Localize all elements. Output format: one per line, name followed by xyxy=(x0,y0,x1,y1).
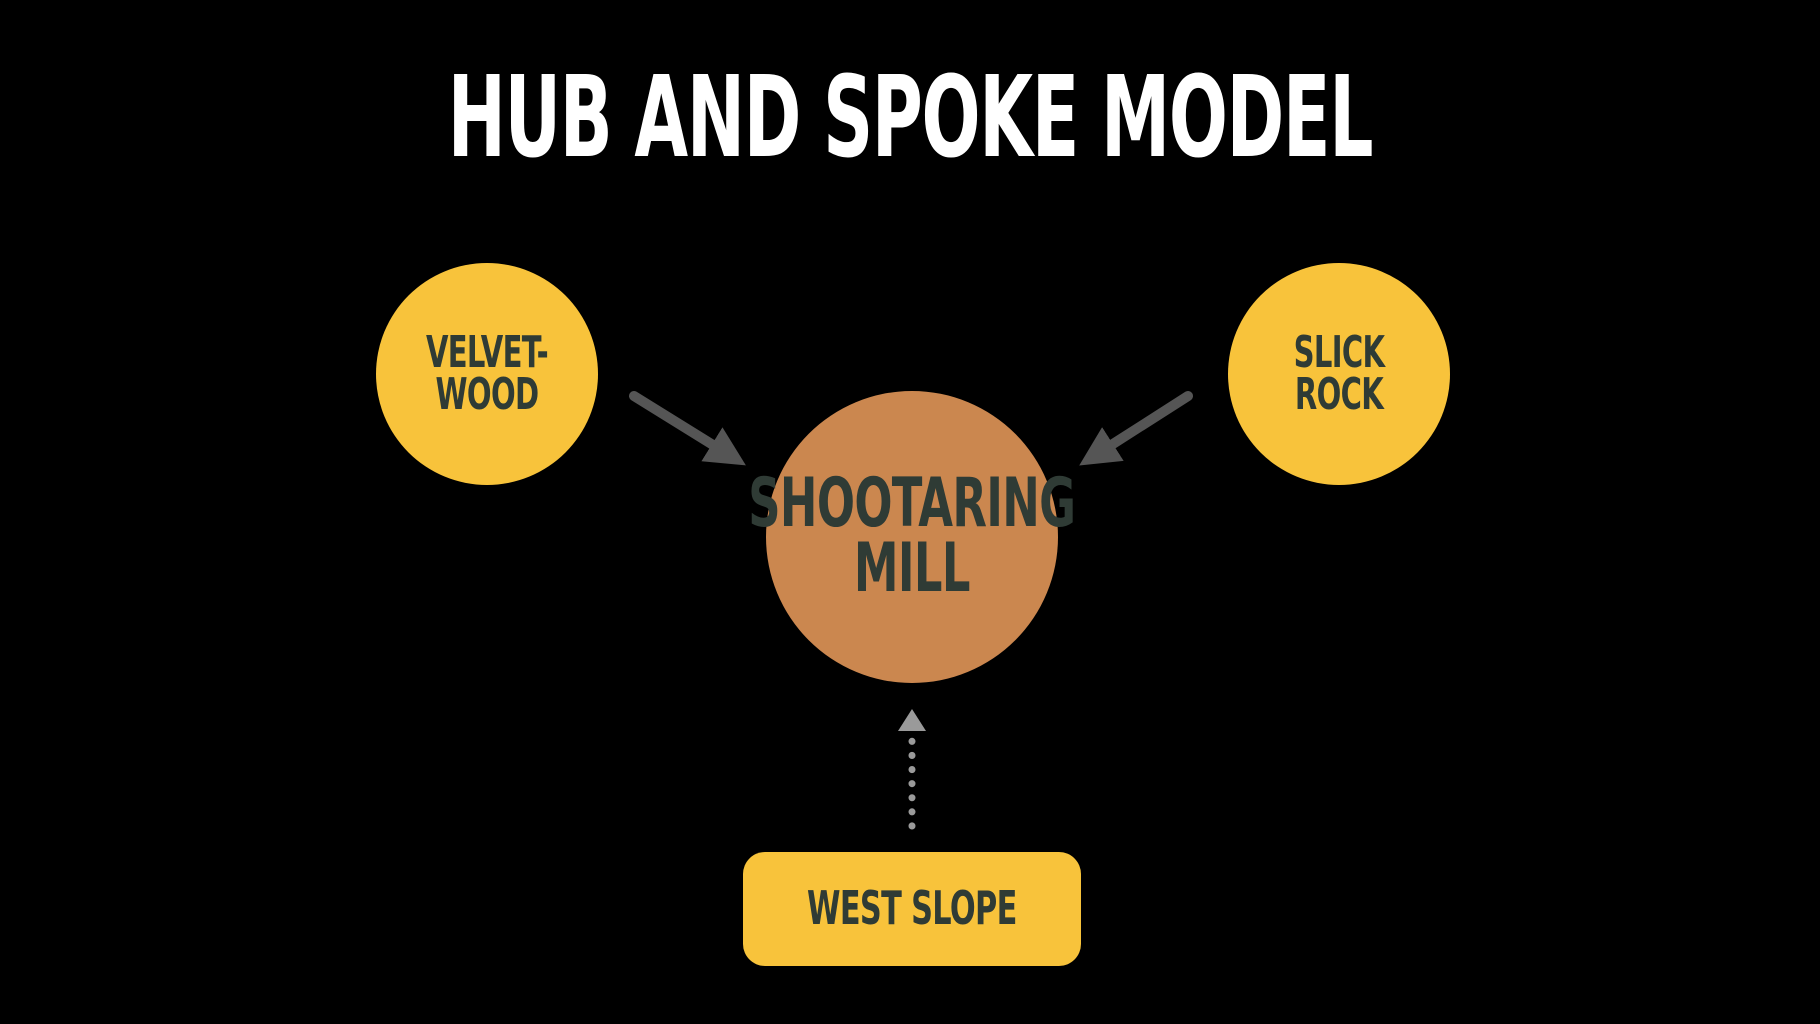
spoke-west-slope-label: WEST SLOPE xyxy=(807,881,1017,936)
hub-label: SHOOTARING MILL xyxy=(748,464,1076,608)
spoke-velvet-wood-label: VELVET-WOOD xyxy=(425,327,549,420)
spoke-velvet-wood: VELVET-WOOD xyxy=(376,263,598,485)
spoke-slick-rock: SLICK ROCK xyxy=(1228,263,1450,485)
diagram-title: HUB AND SPOKE MODEL xyxy=(447,53,1374,183)
arrowhead-west-slope xyxy=(898,709,926,731)
spoke-west-slope: WEST SLOPE xyxy=(743,852,1081,966)
spoke-slick-rock-label: SLICK ROCK xyxy=(1293,327,1385,420)
arrow-slick-rock-to-hub xyxy=(1079,391,1193,466)
arrow-velvet-wood-to-hub xyxy=(629,391,746,466)
hub-shootaring-mill: SHOOTARING MILL xyxy=(748,391,1076,683)
